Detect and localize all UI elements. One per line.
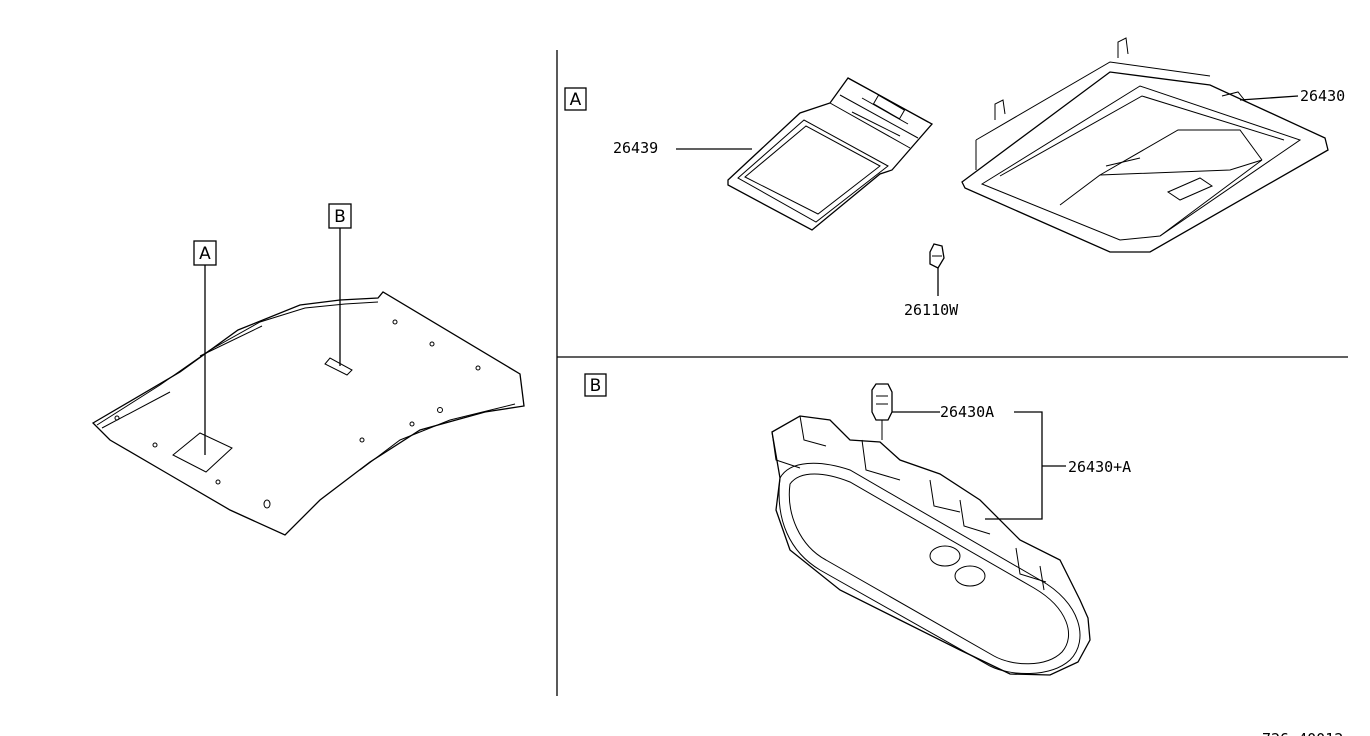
leader-26430-plus-a-bracket bbox=[985, 411, 1043, 520]
headliner-slot-b bbox=[324, 357, 353, 376]
callout-b-label: B bbox=[334, 207, 346, 227]
bulb-clip-illustration bbox=[929, 243, 945, 269]
headliner-illustration bbox=[91, 291, 525, 536]
personal-lamp-illustration bbox=[771, 415, 1091, 676]
callout-b: B bbox=[328, 203, 352, 366]
bulb-26430a-illustration bbox=[871, 383, 893, 440]
part-label-26430: 26430 bbox=[1300, 87, 1345, 105]
svg-text:A: A bbox=[570, 90, 582, 110]
callout-a: A bbox=[193, 240, 217, 455]
part-label-26430-plus-a: 26430+A bbox=[1068, 458, 1131, 476]
detail-b-tag: B bbox=[584, 373, 607, 397]
dome-lamp-illustration bbox=[961, 37, 1329, 253]
svg-text:B: B bbox=[590, 376, 602, 396]
leader-26430 bbox=[1239, 95, 1299, 101]
headliner-opening-a bbox=[172, 432, 233, 473]
frame-bracket-illustration bbox=[727, 77, 934, 231]
callout-a-label: A bbox=[199, 244, 211, 264]
part-label-26110w: 26110W bbox=[904, 301, 959, 319]
diagram-code: 726-40012 bbox=[1262, 730, 1343, 736]
part-label-26430a: 26430A bbox=[940, 403, 994, 421]
part-label-26439: 26439 bbox=[613, 139, 658, 157]
detail-a-tag: A bbox=[564, 87, 587, 111]
